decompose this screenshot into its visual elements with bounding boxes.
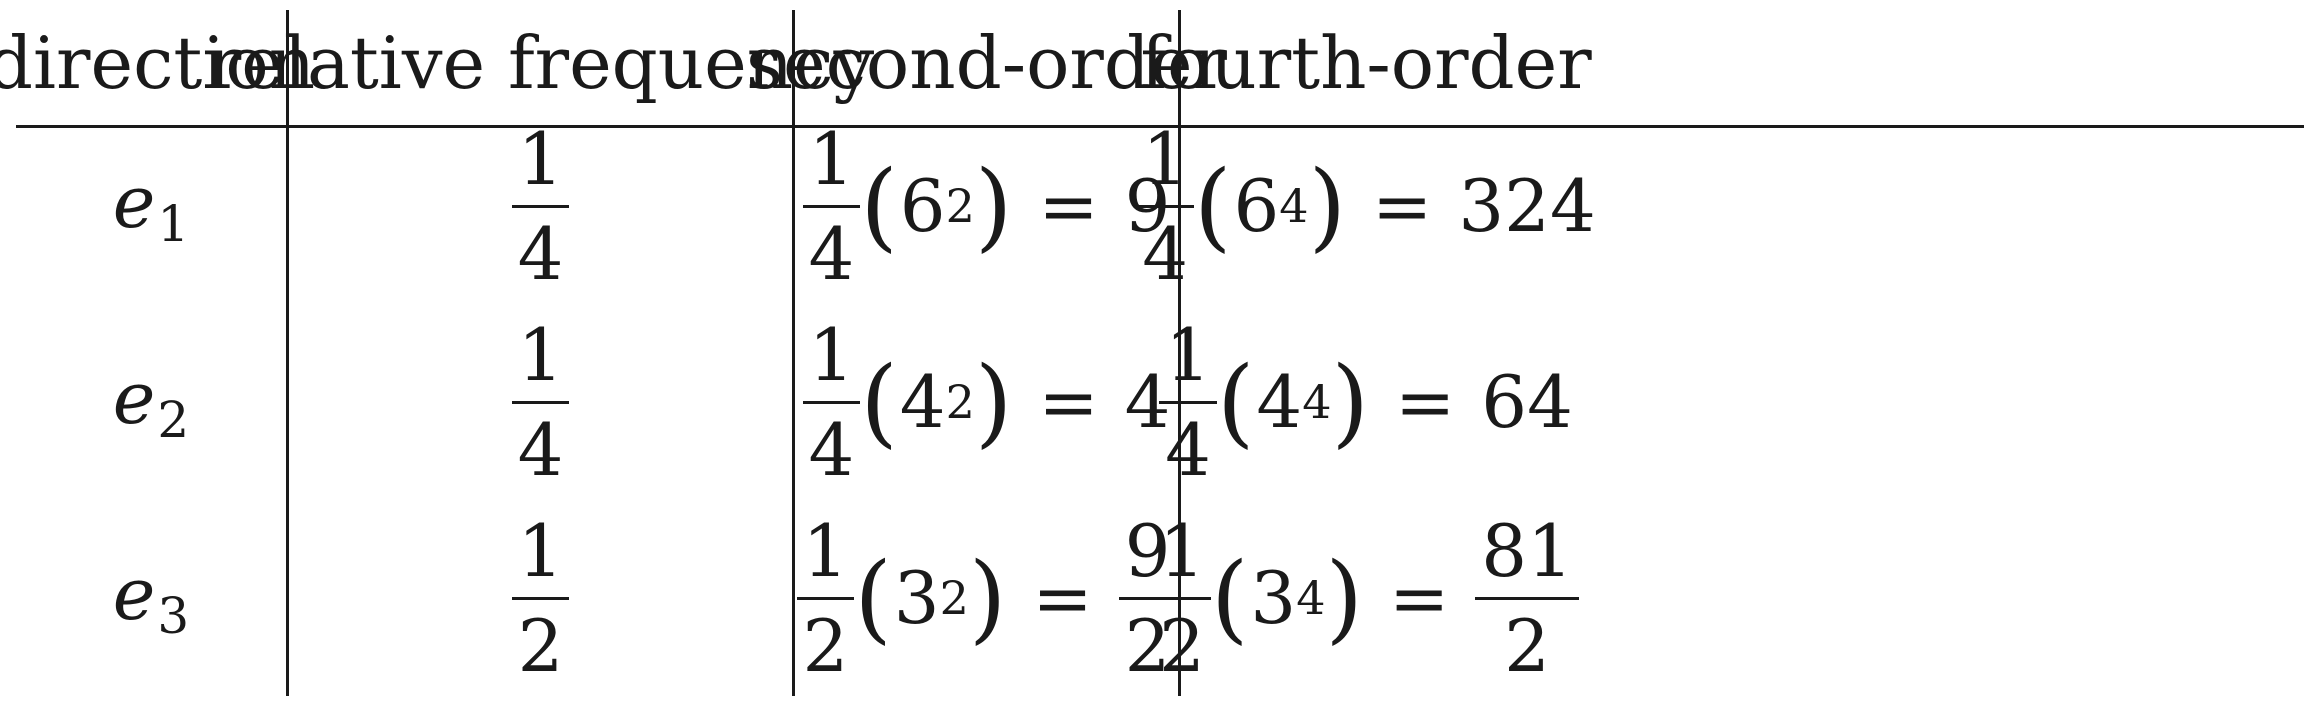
equals-sign: = [1372, 164, 1433, 248]
exponent: 2 [939, 571, 969, 625]
column-divider-1 [286, 10, 289, 696]
exponent: 2 [945, 375, 975, 429]
row-3-direction: e3 [16, 500, 286, 696]
direction-symbol: e2 [112, 355, 190, 449]
exponent: 4 [1302, 375, 1332, 429]
equals-sign: = [1394, 360, 1456, 444]
result-value: 324 [1458, 164, 1596, 248]
direction-symbol: e3 [112, 551, 190, 645]
row-2-direction: e2 [16, 304, 286, 500]
header-second-order: second-order [746, 20, 1227, 105]
header-rule [16, 125, 2304, 128]
direction-index: 1 [157, 194, 190, 253]
direction-index: 3 [157, 586, 190, 645]
equals-sign: = [1388, 556, 1450, 640]
exponent: 4 [1296, 571, 1326, 625]
row-1-direction: e1 [16, 108, 286, 304]
header-direction: direction [0, 20, 316, 105]
equals-sign: = [1038, 164, 1099, 248]
header-relative-frequency: relative frequency [206, 20, 875, 105]
direction-index: 2 [157, 390, 190, 449]
equals-sign: = [1032, 556, 1093, 640]
column-divider-3 [1178, 10, 1181, 696]
result-value: 64 [1481, 360, 1573, 444]
header-fourth-order: fourth-order [1140, 20, 1592, 105]
equals-sign: = [1038, 360, 1099, 444]
exponent: 2 [945, 179, 975, 233]
exponent: 4 [1279, 179, 1309, 233]
direction-symbol: e1 [112, 159, 190, 253]
column-divider-2 [792, 10, 795, 696]
